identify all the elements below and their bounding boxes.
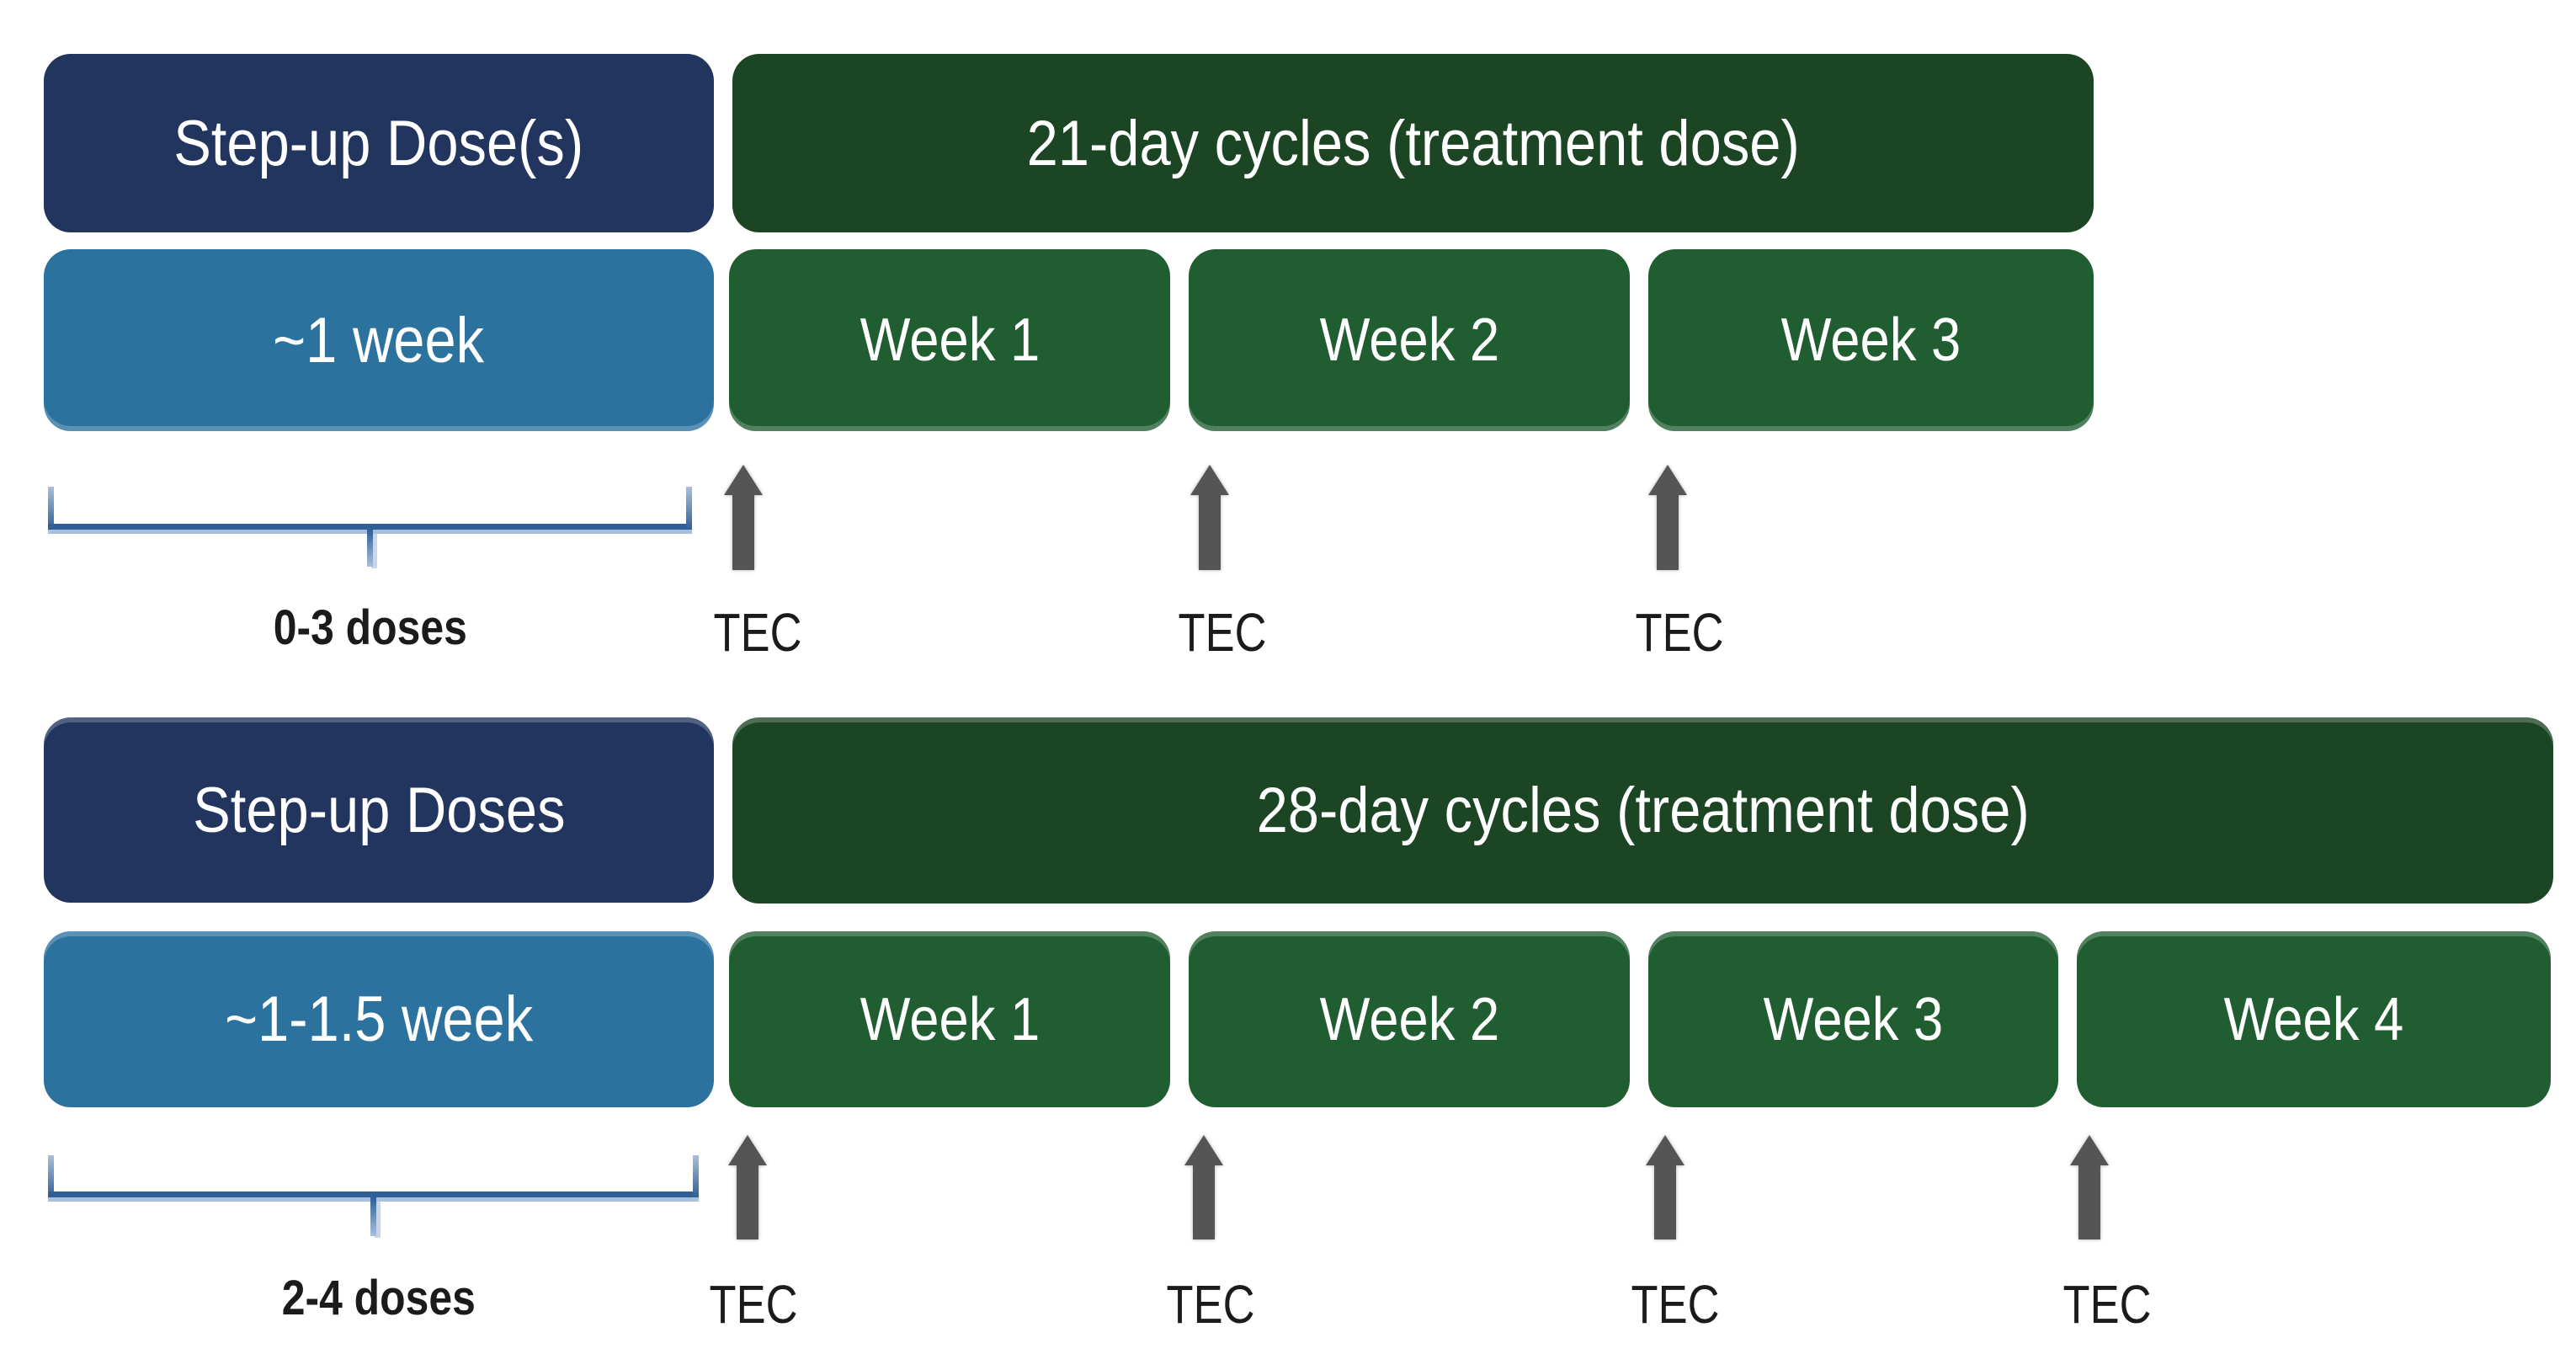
duration-label-a: ~1 week: [273, 304, 485, 376]
doses-brace-b: [48, 1155, 699, 1236]
tec-label-b2: TEC: [1166, 1274, 1255, 1335]
week-label-a2: Week 2: [1319, 307, 1499, 374]
week-label-a3: Week 3: [1780, 307, 1961, 374]
tec-label-b4: TEC: [2062, 1274, 2152, 1335]
duration-box-a: ~1 week: [44, 249, 714, 431]
tec-up-arrow-icon-b2: [1184, 1135, 1223, 1239]
week-box-b4: Week 4: [2077, 931, 2551, 1107]
brace-center-tick: [366, 530, 373, 567]
week-box-b1: Week 1: [729, 931, 1170, 1107]
brace-center-tick: [370, 1197, 376, 1236]
week-label-b4: Week 4: [2223, 985, 2404, 1053]
week-box-a3: Week 3: [1648, 249, 2094, 431]
stepup-dose-label-a: Step-up Dose(s): [173, 107, 584, 179]
tec-label-a3: TEC: [1635, 602, 1724, 663]
tec-up-arrow-icon-b4: [2070, 1135, 2109, 1239]
week-box-b2: Week 2: [1189, 931, 1630, 1107]
doses-count-a: 0-3 doses: [273, 600, 468, 655]
tec-up-arrow-icon-a1: [724, 465, 763, 570]
tec-label-b3: TEC: [1631, 1274, 1720, 1335]
brace-bar: [48, 1191, 699, 1197]
week-box-a2: Week 2: [1189, 249, 1630, 431]
tec-up-arrow-icon-a2: [1190, 465, 1229, 570]
tec-label-b1: TEC: [709, 1274, 798, 1335]
doses-brace-a: [48, 487, 692, 567]
tec-label-a2: TEC: [1178, 602, 1267, 663]
tec-up-arrow-icon-b3: [1646, 1135, 1685, 1239]
brace-hook-left: [48, 487, 54, 530]
tec-up-arrow-icon-a3: [1648, 465, 1687, 570]
duration-label-b: ~1-1.5 week: [224, 984, 534, 1055]
week-label-b2: Week 2: [1319, 985, 1499, 1053]
duration-box-b: ~1-1.5 week: [44, 931, 714, 1107]
brace-hook-right: [693, 1155, 699, 1197]
week-box-b3: Week 3: [1648, 931, 2058, 1107]
cycle-box-a: 21-day cycles (treatment dose): [732, 54, 2094, 232]
cycle-label-b: 28-day cycles (treatment dose): [1256, 775, 2030, 846]
week-label-a1: Week 1: [860, 307, 1040, 374]
stepup-dose-box-a: Step-up Dose(s): [44, 54, 714, 232]
brace-bar: [48, 524, 692, 530]
week-label-b3: Week 3: [1763, 985, 1944, 1053]
stepup-dose-box-b: Step-up Doses: [44, 717, 714, 903]
week-label-b1: Week 1: [860, 985, 1040, 1053]
cycle-label-a: 21-day cycles (treatment dose): [1026, 107, 1800, 179]
stepup-dose-label-b: Step-up Doses: [192, 774, 566, 846]
tec-label-a1: TEC: [713, 602, 802, 663]
brace-hook-right: [686, 487, 692, 530]
doses-count-b: 2-4 doses: [281, 1271, 476, 1325]
brace-hook-left: [48, 1155, 54, 1197]
tec-up-arrow-icon-b1: [728, 1135, 767, 1239]
cycle-box-b: 28-day cycles (treatment dose): [732, 717, 2553, 904]
week-box-a1: Week 1: [729, 249, 1170, 431]
